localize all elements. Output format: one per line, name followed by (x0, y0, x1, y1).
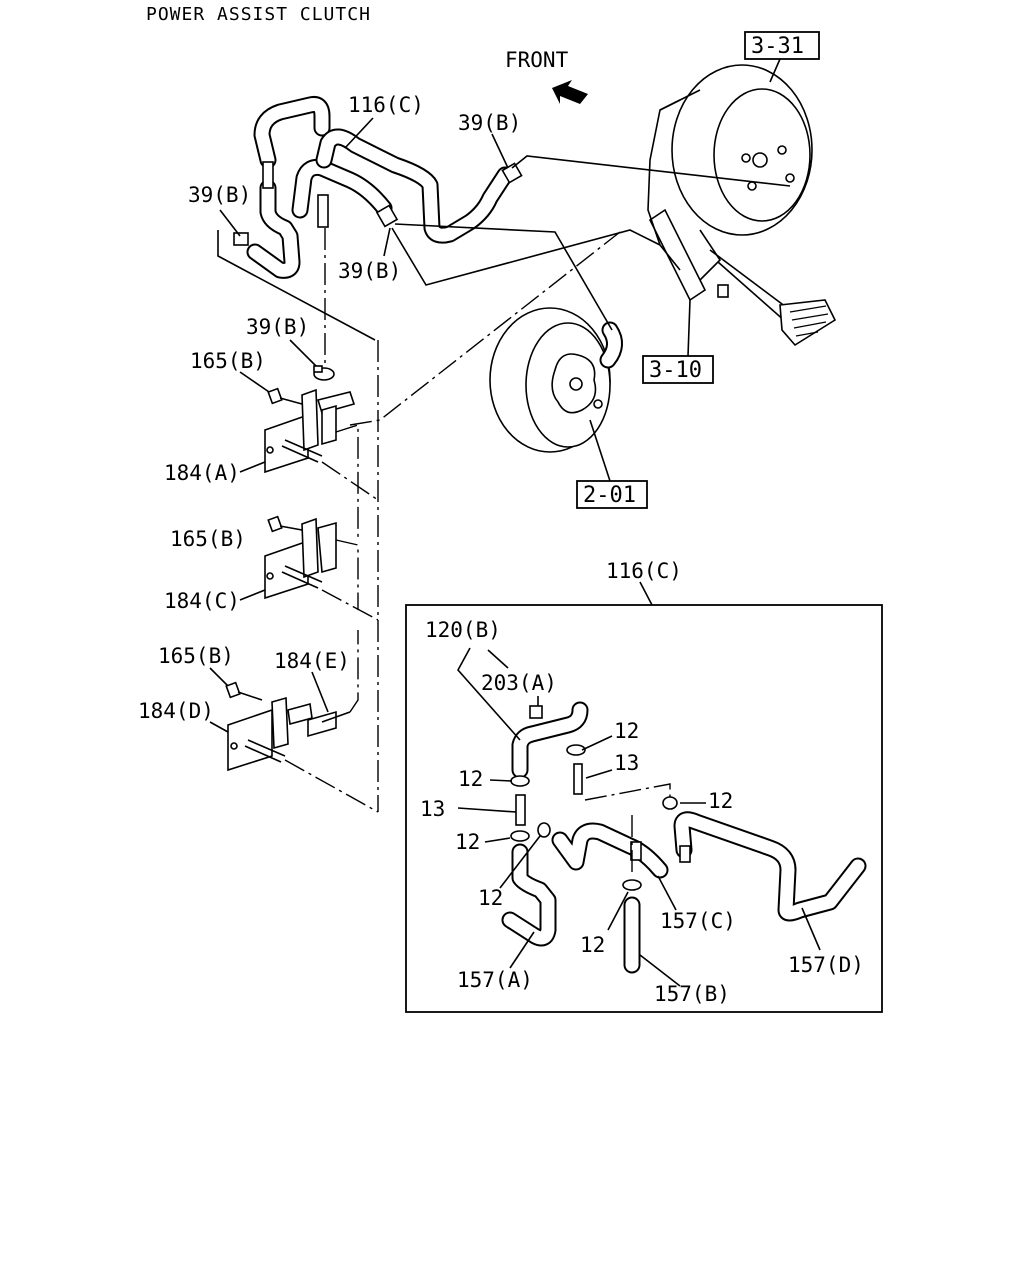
callout-12-a: 12 (614, 719, 639, 743)
clutch-booster-icon (647, 64, 813, 271)
bolt-icon-b (267, 515, 303, 533)
callout-12-e: 12 (478, 886, 503, 910)
callout-39b-a: 39(B) (458, 111, 521, 135)
ref-3-31: 3-31 (751, 34, 804, 59)
callout-12-c: 12 (708, 789, 733, 813)
callout-116c-detail: 116(C) (606, 559, 682, 583)
callout-120b: 120(B) (425, 618, 501, 642)
detail-hoses (501, 701, 867, 974)
callout-13-a: 13 (614, 751, 639, 775)
callout-165b-a: 165(B) (190, 349, 266, 373)
clamp-icon (313, 365, 335, 381)
callout-184c: 184(C) (164, 589, 240, 613)
front-label: FRONT (505, 48, 569, 72)
callout-12-b: 12 (458, 767, 483, 791)
callout-157d: 157(D) (788, 953, 864, 977)
callout-116c-top: 116(C) (348, 93, 424, 117)
callout-157c: 157(C) (660, 909, 736, 933)
detail-box (405, 604, 883, 1013)
callout-165b-c: 165(B) (158, 644, 234, 668)
callout-13-b: 13 (420, 797, 445, 821)
callout-39b-d: 39(B) (246, 315, 309, 339)
bracket-184e (307, 710, 351, 738)
clutch-pedal-icon (648, 208, 837, 347)
callout-203a: 203(A) (481, 671, 557, 695)
master-cylinder-icon (489, 307, 623, 453)
callout-184a: 184(A) (164, 461, 240, 485)
callout-12-f: 12 (580, 933, 605, 957)
callout-39b-c: 39(B) (338, 259, 401, 283)
bracket-184c (264, 517, 337, 600)
callout-12-d: 12 (455, 830, 480, 854)
diagram-title: POWER ASSIST CLUTCH (146, 4, 371, 25)
callout-157b: 157(B) (654, 982, 730, 1006)
hose-assembly-116c (233, 96, 523, 279)
callout-165b-b: 165(B) (170, 527, 246, 551)
callout-157a: 157(A) (457, 968, 533, 992)
ref-3-10: 3-10 (649, 358, 702, 383)
callout-184d: 184(D) (138, 699, 214, 723)
ref-2-01: 2-01 (583, 483, 636, 508)
callout-184e: 184(E) (274, 649, 350, 673)
ref-box-3-10 (642, 355, 714, 384)
callout-39b-b: 39(B) (188, 183, 251, 207)
ref-box-3-31 (744, 31, 820, 60)
front-arrow-icon (552, 80, 588, 104)
bolt-icon-c (225, 681, 263, 701)
bracket-184d (227, 696, 313, 772)
ref-box-2-01 (576, 480, 648, 509)
bolt-icon-a (267, 387, 303, 405)
bracket-184a (264, 388, 356, 474)
